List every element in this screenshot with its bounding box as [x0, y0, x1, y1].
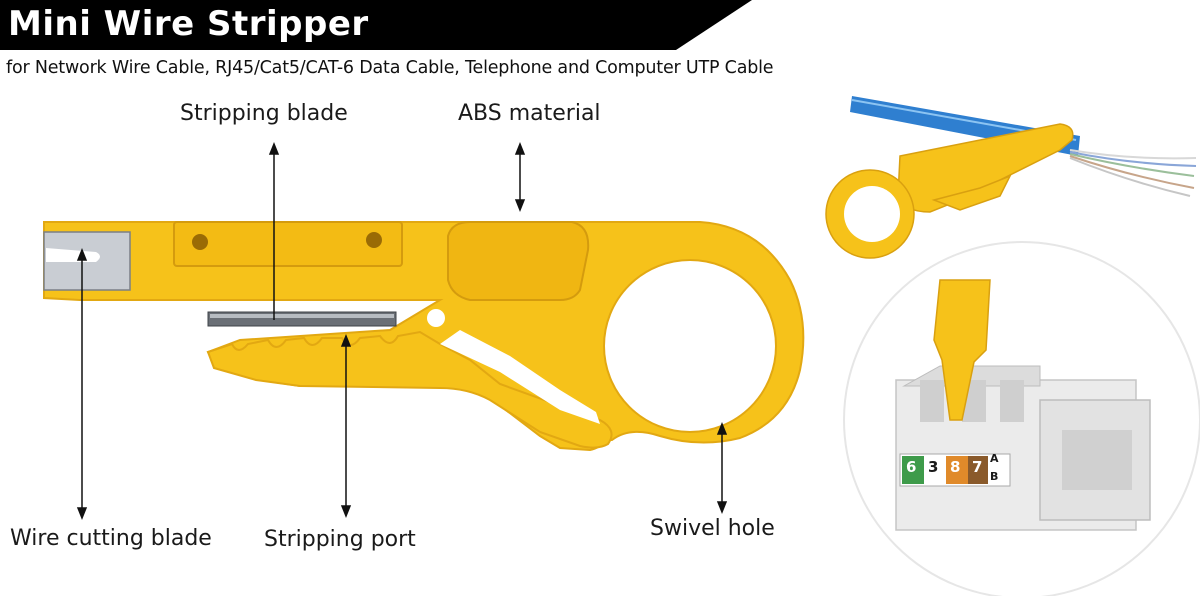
title-banner-shape: [0, 0, 752, 50]
pin-label-7: 7: [972, 458, 983, 476]
abs-grip: [447, 221, 590, 301]
punch-tool: [933, 279, 991, 421]
title-banner: Mini Wire Stripper: [0, 0, 760, 50]
cable-inset: [825, 96, 1197, 259]
swivel-hole: [603, 259, 777, 433]
pin-label-6: 6: [906, 458, 917, 476]
label-swivel-hole: Swivel hole: [650, 516, 775, 541]
label-wire-cutting-blade: Wire cutting blade: [10, 526, 212, 551]
leader-lines: [76, 141, 728, 521]
stripping-jaw: [206, 330, 613, 449]
page-subtitle: for Network Wire Cable, RJ45/Cat5/CAT-6 …: [6, 58, 774, 78]
label-stripping-blade: Stripping blade: [180, 101, 348, 126]
ab-label-a: A: [990, 452, 999, 465]
screw-plate: [173, 221, 403, 267]
screw-left: [192, 234, 208, 250]
label-stripping-port: Stripping port: [264, 527, 416, 552]
screw-right: [366, 232, 382, 248]
pin-label-8: 8: [950, 458, 961, 476]
label-abs-material: ABS material: [458, 101, 601, 126]
page-title: Mini Wire Stripper: [8, 4, 369, 44]
pair-brown: [968, 456, 988, 484]
pin-label-3: 3: [928, 458, 939, 476]
stripper-tool: [43, 221, 805, 452]
small-hole: [427, 309, 445, 327]
pair-orange: [946, 456, 968, 484]
ab-label-b: B: [990, 470, 999, 483]
keystone-inset: [843, 241, 1200, 596]
pair-green: [902, 456, 924, 484]
